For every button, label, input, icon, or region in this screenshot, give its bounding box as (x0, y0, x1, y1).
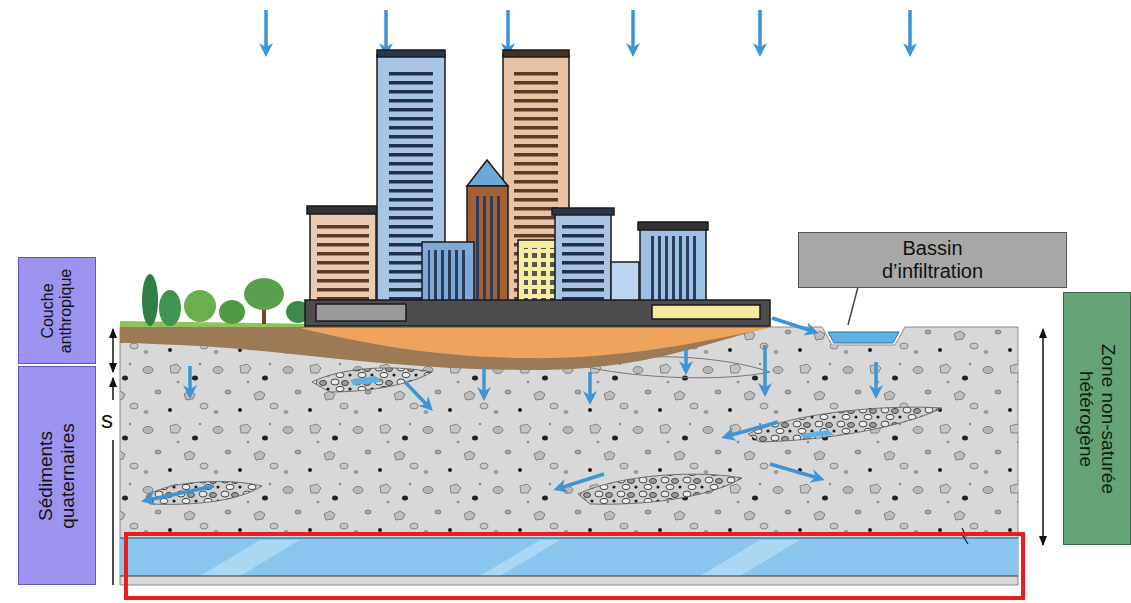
runoff-arrow (772, 318, 812, 331)
gravel-lens (146, 481, 262, 504)
node-text: Zone non-saturée hétérogène (1075, 331, 1119, 506)
spire (467, 160, 508, 186)
windows (648, 236, 698, 310)
flow-arrow (874, 362, 878, 392)
perched-water (350, 376, 383, 385)
platform (305, 300, 770, 326)
highlight-frame (126, 534, 1023, 598)
trees (142, 274, 310, 326)
gravel-lens (748, 407, 942, 442)
pebble-fill (120, 327, 1018, 538)
infiltration-basin (828, 332, 899, 343)
aquifer-streak (200, 540, 300, 576)
anthropic-fill (300, 328, 770, 358)
cut-label: s (101, 406, 113, 434)
depth-bracket (112, 378, 114, 400)
node-text: Sédiments quaternaires (35, 408, 79, 543)
flow-arrow (588, 372, 592, 398)
gravel-lens (578, 474, 742, 504)
flow-arrow (188, 366, 192, 392)
aquifer-base (120, 576, 1018, 577)
water-table (120, 537, 1018, 539)
windows (562, 224, 604, 310)
sediment-ground (120, 327, 1018, 585)
flow-arrow (770, 464, 818, 478)
windows (474, 196, 502, 310)
flow-arrow (560, 474, 604, 488)
rain-arrow (264, 10, 268, 50)
rain-arrow (758, 10, 762, 50)
layer-label: Sédiments quaternaires (18, 366, 96, 585)
building-roof (552, 208, 614, 215)
perched-water (800, 430, 834, 438)
flow-arrow (482, 368, 486, 394)
leader-line (848, 287, 858, 325)
flow-arrow (148, 486, 214, 500)
node-text: Couche anthropique (39, 263, 76, 358)
tree (244, 278, 284, 310)
rain-arrow (631, 10, 635, 50)
flow-arrow (728, 422, 778, 436)
rain-arrows (266, 10, 910, 50)
aquifer-streak (700, 540, 800, 576)
platform-part (652, 305, 760, 319)
flow-arrow (763, 345, 767, 390)
anthropic-layer (120, 327, 770, 370)
city (305, 50, 770, 326)
flow-arrow (405, 382, 428, 406)
tree (142, 274, 158, 326)
building-roof (638, 222, 708, 230)
node-text: Bassin d’infiltration (866, 237, 1000, 283)
aquifer-streak (480, 540, 560, 576)
tower-roof (503, 50, 569, 57)
gravel-lens (312, 368, 432, 392)
aquifer (120, 538, 1018, 576)
tree (219, 300, 245, 324)
depth-bracket (1042, 329, 1044, 545)
brackets (113, 329, 1043, 585)
windows (317, 222, 369, 310)
tree (184, 290, 216, 322)
rain-arrow (908, 10, 912, 50)
rain-arrow (384, 10, 388, 50)
depth-bracket (112, 329, 114, 372)
flow-arrows (148, 318, 876, 500)
layer-label: Couche anthropique (18, 257, 96, 364)
platform-part (316, 304, 406, 321)
tree (159, 290, 181, 326)
building-roof (307, 206, 379, 214)
flow-arrow (684, 350, 688, 368)
rain-arrow (506, 10, 510, 50)
callout-box: Bassin d’infiltration (798, 232, 1067, 288)
zone-label: Zone non-saturée hétérogène (1063, 292, 1131, 545)
tower-roof (377, 50, 445, 57)
depth-bracket (112, 440, 114, 585)
